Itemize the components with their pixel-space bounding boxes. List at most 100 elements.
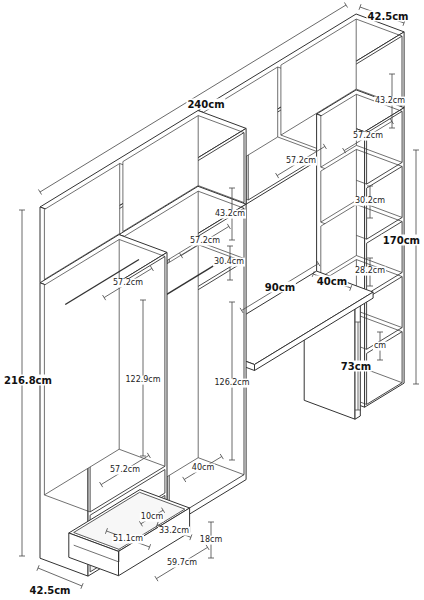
edge-line bbox=[356, 145, 402, 162]
dimension-line bbox=[106, 531, 149, 547]
dimension-tick bbox=[220, 454, 223, 459]
dimension-label: 170cm bbox=[382, 235, 421, 246]
dimension-label: 30.2cm bbox=[354, 197, 386, 206]
dimension-label: 73cm bbox=[340, 361, 372, 372]
dimension-tick bbox=[180, 253, 183, 258]
dimension-label: 126.2cm bbox=[213, 379, 250, 388]
dimension-line bbox=[242, 264, 319, 311]
dimension-tick bbox=[183, 477, 186, 482]
dimension-tick bbox=[367, 186, 373, 187]
edge-line bbox=[119, 449, 165, 466]
edge-line bbox=[356, 19, 402, 36]
dimension-label: 57.2cm bbox=[109, 466, 141, 475]
dimension-tick bbox=[413, 384, 419, 385]
dimension-line bbox=[181, 226, 229, 255]
dimension-lines bbox=[19, 2, 419, 588]
dimension-label: cm bbox=[373, 342, 387, 351]
dimension-tick bbox=[367, 286, 373, 287]
dimension-tick bbox=[208, 558, 214, 559]
dimension-tick bbox=[323, 144, 326, 149]
dimension-tick bbox=[355, 322, 361, 323]
dimension-tick bbox=[389, 128, 395, 129]
dimension-label: 57.2cm bbox=[112, 279, 144, 288]
dimension-label: 90cm bbox=[264, 282, 296, 293]
dimension-label: 57.2cm bbox=[189, 237, 221, 246]
edge-line bbox=[198, 191, 244, 208]
dimension-label: 28.2cm bbox=[354, 267, 386, 276]
dimension-line bbox=[38, 568, 82, 586]
dimension-tick bbox=[276, 173, 279, 178]
dimension-tick bbox=[317, 261, 320, 266]
dimension-tick bbox=[227, 246, 233, 247]
dimension-label: 40cm bbox=[191, 464, 215, 473]
dimension-tick bbox=[350, 285, 352, 291]
dimension-tick bbox=[229, 240, 235, 241]
dimension-tick bbox=[100, 482, 103, 487]
edge-line bbox=[356, 315, 402, 332]
dimension-tick bbox=[150, 266, 153, 271]
dimension-line bbox=[156, 547, 207, 578]
dimension-line bbox=[40, 5, 346, 192]
dimension-tick bbox=[190, 534, 192, 540]
dimension-label: 59.7cm bbox=[166, 559, 198, 568]
dimension-tick bbox=[377, 360, 383, 361]
dimension-line bbox=[416, 150, 417, 384]
edge-line bbox=[356, 204, 402, 221]
dimension-line bbox=[101, 455, 149, 484]
dimension-tick bbox=[355, 410, 361, 411]
dimension-tick bbox=[81, 583, 83, 589]
dimension-label: 43.2cm bbox=[214, 210, 246, 219]
dimension-tick bbox=[389, 74, 395, 75]
dimension-tick bbox=[208, 522, 214, 523]
dimension-tick bbox=[229, 460, 235, 461]
dimension-tick bbox=[229, 188, 235, 189]
edge-line bbox=[118, 549, 119, 562]
dimension-tick bbox=[367, 218, 373, 219]
dimension-tick bbox=[359, 4, 361, 10]
dimension-label: 122.9cm bbox=[124, 376, 161, 385]
dimension-tick bbox=[103, 295, 106, 300]
dimension-tick bbox=[240, 308, 243, 313]
open-compartment bbox=[44, 239, 165, 511]
dimension-label: 40cm bbox=[316, 276, 348, 287]
dimension-label: 18cm bbox=[199, 536, 223, 545]
dimension-line bbox=[157, 525, 191, 538]
dimension-label: 43.2cm bbox=[374, 97, 406, 106]
dimension-line bbox=[104, 268, 152, 297]
dimension-label: 57.2cm bbox=[285, 157, 317, 166]
edge-line bbox=[356, 149, 402, 166]
edge-line bbox=[356, 311, 402, 328]
dimension-tick bbox=[37, 565, 39, 571]
dimension-line bbox=[277, 146, 325, 175]
dimension-tick bbox=[227, 224, 230, 229]
dimension-tick bbox=[38, 189, 41, 194]
dimension-tick bbox=[149, 544, 151, 550]
dimension-line bbox=[184, 457, 222, 480]
dimension-label: 216.8cm bbox=[3, 375, 53, 386]
dimension-tick bbox=[140, 300, 146, 301]
dimension-label: 240cm bbox=[186, 99, 225, 110]
dimension-tick bbox=[344, 2, 347, 7]
dimension-line bbox=[344, 121, 392, 150]
dimension-tick bbox=[206, 545, 209, 550]
panel-face bbox=[255, 292, 374, 370]
dimension-tick bbox=[19, 556, 25, 557]
dimension-tick bbox=[343, 148, 346, 153]
dimension-tick bbox=[413, 150, 419, 151]
edge-line bbox=[74, 545, 119, 562]
dimension-tick bbox=[227, 280, 233, 281]
dimension-label: 30.4cm bbox=[213, 258, 245, 267]
dimension-label: 42.5cm bbox=[28, 585, 71, 596]
edge-line bbox=[44, 495, 90, 512]
dimension-tick bbox=[147, 453, 150, 458]
dimension-tick bbox=[140, 456, 146, 457]
dimension-line bbox=[313, 274, 350, 288]
dimension-label: 57.2cm bbox=[352, 132, 384, 141]
dimension-tick bbox=[312, 271, 314, 277]
dimension-label: 10cm bbox=[140, 513, 164, 522]
dimension-tick bbox=[19, 210, 25, 211]
dimension-label: 33.2cm bbox=[158, 527, 190, 536]
edge-line bbox=[198, 116, 244, 133]
